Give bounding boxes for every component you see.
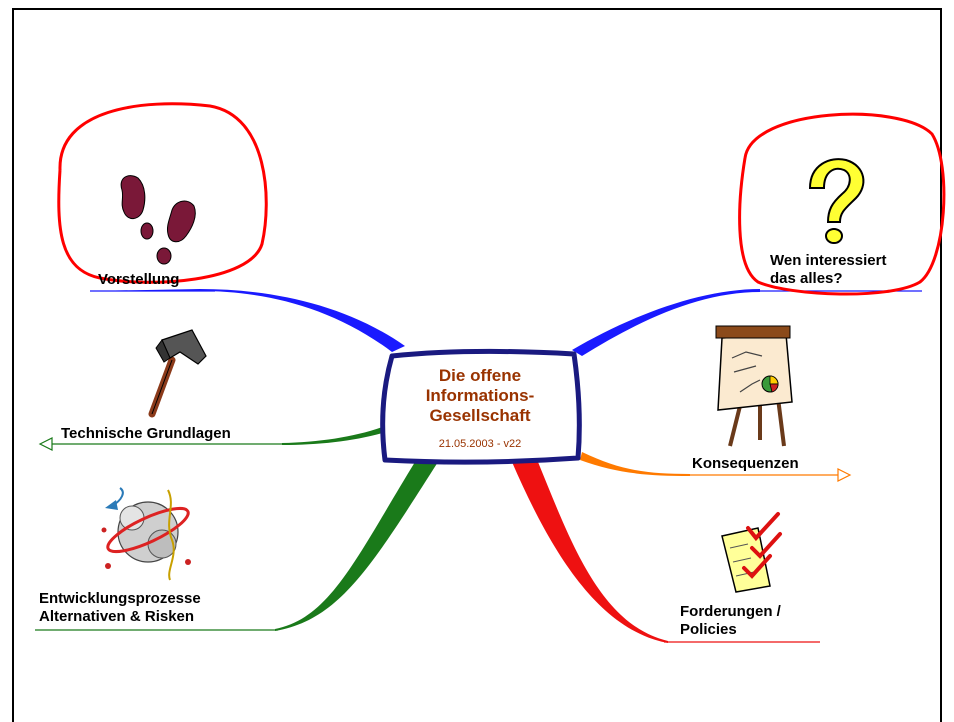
center-node: Die offene Informations- Gesellschaft 21… bbox=[382, 352, 578, 462]
center-node-subtitle: 21.05.2003 - v22 bbox=[438, 438, 522, 450]
branch-label-entwicklungsprozesse: Entwicklungsprozesse Alternativen & Risk… bbox=[39, 590, 201, 625]
branch-vorstellung-line bbox=[90, 289, 405, 352]
branch-entwicklung-line bbox=[35, 462, 438, 631]
flipchart-icon bbox=[715, 325, 793, 447]
branch-label-wen-interessiert: Wen interessiert das alles? bbox=[770, 252, 887, 287]
checklist-icon bbox=[721, 512, 782, 593]
center-node-border bbox=[380, 348, 582, 465]
arrow-right-icon bbox=[837, 468, 852, 482]
hammer-icon bbox=[148, 329, 207, 418]
branch-technische-line bbox=[38, 426, 386, 451]
slide-frame bbox=[12, 8, 942, 722]
arrow-left-icon bbox=[38, 437, 53, 451]
center-node-title: Die offene Informations- Gesellschaft bbox=[425, 366, 535, 425]
branch-label-vorstellung: Vorstellung bbox=[98, 271, 180, 288]
question-mark-icon bbox=[808, 158, 865, 244]
branch-label-konsequenzen: Konsequenzen bbox=[692, 455, 799, 472]
annotation-circle-left bbox=[57, 102, 268, 284]
branch-label-technische-grundlagen: Technische Grundlagen bbox=[61, 425, 231, 442]
branch-forderungen-line bbox=[512, 462, 820, 643]
explosion-icon bbox=[101, 487, 191, 581]
annotation-circle-right bbox=[738, 112, 946, 296]
footprints-icon bbox=[120, 175, 196, 265]
branch-konsequenzen-line bbox=[580, 452, 852, 482]
branch-label-forderungen: Forderungen / Policies bbox=[680, 603, 781, 638]
